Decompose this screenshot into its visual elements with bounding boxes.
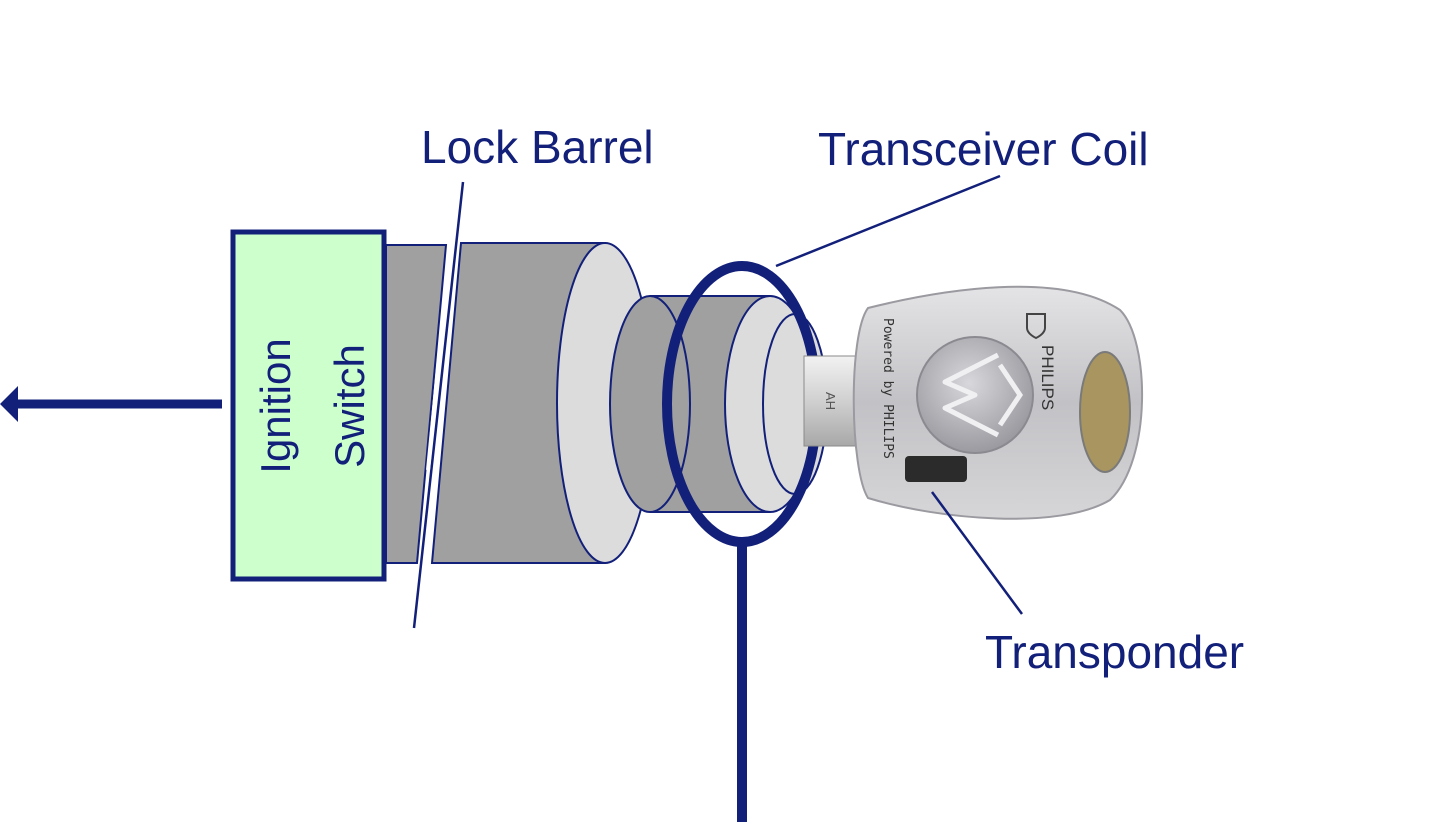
lock-barrel-leader [412,181,465,629]
ignition-switch: Ignition Switch [230,229,387,582]
transponder-label: Transponder [985,626,1244,678]
transponder-leader [930,491,1024,615]
transceiver-coil-label: Transceiver Coil [818,123,1149,175]
ignition-label-line1: Ignition [252,338,299,473]
transponder-chip [905,456,967,482]
transponder-key: AH Powered by PHILIPS PHILIPS [803,285,1144,520]
lock-barrel-label: Lock Barrel [421,121,654,173]
key-blade-text: AH [823,392,838,410]
philips-shield-icon [1026,313,1046,340]
transceiver-coil-leader [775,174,1001,268]
key-head-text-2: PHILIPS [1038,345,1057,410]
left-arrow-icon [0,386,222,422]
key-head-text-1: Powered by PHILIPS [880,318,895,459]
ignition-label-line2: Switch [326,344,373,468]
key-ring-hole [1079,351,1131,473]
